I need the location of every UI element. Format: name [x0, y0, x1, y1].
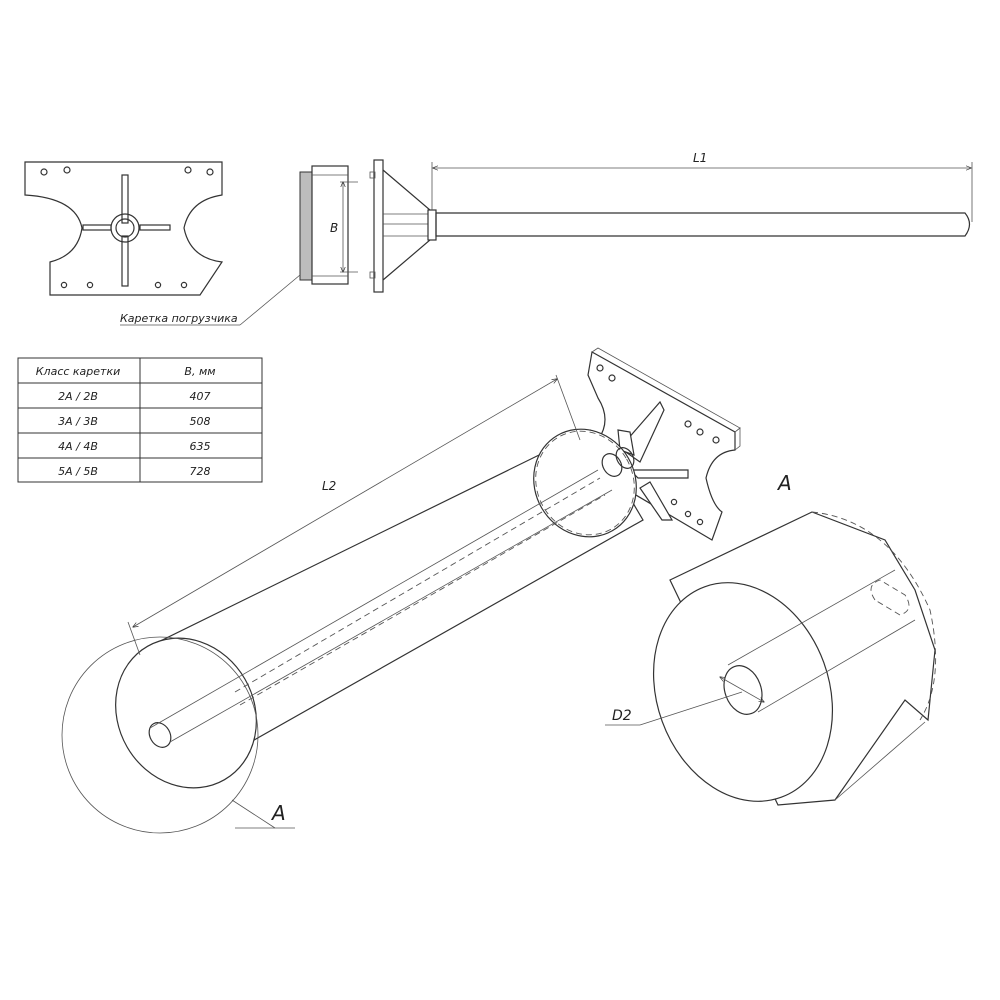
fork-side-view — [369, 159, 971, 293]
sleeve-cylinder — [115, 428, 644, 789]
table-header-b: В, мм — [184, 365, 215, 378]
table-cell: 5A / 5B — [58, 465, 98, 478]
detail-circle-a: A — [61, 636, 295, 834]
dimension-l1: L1 — [431, 151, 973, 222]
table-cell: 508 — [190, 415, 211, 428]
table-cell: 728 — [190, 465, 211, 478]
dimension-l2: L2 — [127, 374, 581, 656]
l1-label: L1 — [693, 151, 707, 165]
table-header-class: Класс каретки — [36, 365, 121, 378]
l2-label: L2 — [322, 479, 336, 493]
d2-label: D2 — [612, 708, 632, 724]
b-label: B — [330, 221, 338, 235]
carriage-plate-front-view — [24, 161, 224, 296]
table-cell: 635 — [190, 440, 211, 453]
table-cell: 2A / 2B — [58, 390, 98, 403]
detail-a-label-2: A — [776, 471, 792, 495]
carriage-side-view — [299, 165, 349, 285]
carriage-label: Каретка погрузчика — [120, 312, 238, 325]
carriage-leader: Каретка погрузчика — [120, 274, 301, 326]
detail-a-enlarged: D2 A — [605, 471, 937, 806]
table-cell: 4A / 4B — [58, 440, 98, 453]
carriage-class-table: Класс каретки В, мм 2A / 2B 407 3A / 3B … — [17, 357, 263, 483]
table-cell: 407 — [190, 390, 211, 403]
table-cell: 3A / 3B — [58, 415, 98, 428]
dimension-b: B — [330, 182, 358, 272]
detail-a-label-1: A — [270, 801, 286, 825]
